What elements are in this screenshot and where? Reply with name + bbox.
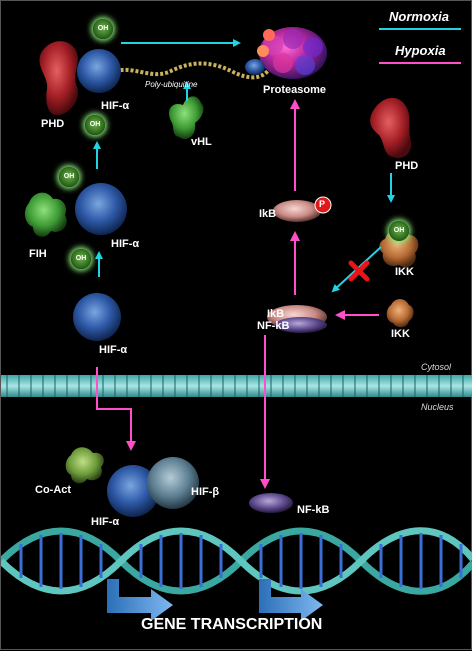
label-nucleus: Nucleus — [421, 402, 454, 412]
legend-normoxia: Normoxia — [389, 9, 449, 24]
label-co-act: Co-Act — [35, 484, 72, 496]
hif-alpha-top-protein — [77, 49, 121, 93]
vhl-protein — [168, 96, 204, 140]
phd-right-protein — [370, 97, 412, 159]
fih-protein — [24, 192, 67, 237]
nfkb-subunit — [275, 317, 327, 333]
phd-left-protein — [39, 41, 78, 116]
label-poly-ubiquitine: Poly-ubiquitine — [145, 80, 198, 89]
proteasome — [257, 27, 327, 79]
label-vhl: vHL — [191, 136, 212, 148]
label-nfkb-dna: NF-kB — [297, 504, 330, 516]
nfkb-dna-protein — [249, 493, 293, 513]
ikb-top-protein — [273, 200, 321, 222]
hydroxyl-marker-5: OH — [389, 221, 409, 241]
label-ikb-complex: IkB — [267, 308, 285, 320]
transcription-arrow-left — [107, 579, 173, 621]
label-gene-transcription: GENE TRANSCRIPTION — [141, 616, 323, 633]
label-cytosol: Cytosol — [421, 362, 452, 372]
legend-hypoxia: Hypoxia — [395, 43, 446, 58]
label-hif-top: HIF-α — [101, 100, 130, 112]
label-ikk-top: IKK — [395, 266, 414, 278]
hydroxyl-marker-2: OH — [85, 115, 105, 135]
label-nfkb-complex: NF-kB — [257, 320, 290, 332]
label-ikb-top: IkB — [259, 208, 277, 220]
dna-helix — [1, 527, 472, 595]
arrow-hif-to-nucleus — [96, 367, 136, 451]
label-phd-right: PHD — [395, 160, 419, 172]
phospho-marker — [314, 196, 332, 214]
poly-ubiquitine-chain — [110, 61, 273, 80]
ikk-bottom-protein — [386, 299, 414, 328]
phospho-label: P — [319, 199, 326, 209]
proteasome-substrate — [245, 59, 265, 75]
label-hif-low: HIF-α — [99, 344, 128, 356]
hif-alpha-dna-protein — [107, 465, 159, 517]
label-fih: FIH — [29, 248, 47, 260]
membrane-pattern — [6, 375, 464, 397]
ikk-top-protein — [379, 228, 419, 268]
label-hif-dna: HIF-α — [91, 516, 120, 528]
inhibition-cross — [348, 260, 370, 282]
label-hif-beta: HIF-β — [191, 486, 220, 498]
label-phd-left: PHD — [41, 118, 65, 130]
hif-alpha-low-protein — [73, 293, 121, 341]
label-hif-mid: HIF-α — [111, 238, 140, 250]
transcription-arrow-right — [259, 579, 323, 621]
hif-alpha-mid-protein — [75, 183, 127, 235]
hydroxyl-marker-3: OH — [59, 167, 79, 187]
label-proteasome: Proteasome — [263, 84, 326, 96]
cell-membrane — [1, 375, 472, 397]
hydroxyl-marker-1: OH — [93, 19, 113, 39]
co-act-protein — [65, 447, 104, 484]
label-ikk-bottom: IKK — [391, 328, 410, 340]
hif-beta-protein — [147, 457, 199, 509]
hydroxyl-marker-4: OH — [71, 249, 91, 269]
